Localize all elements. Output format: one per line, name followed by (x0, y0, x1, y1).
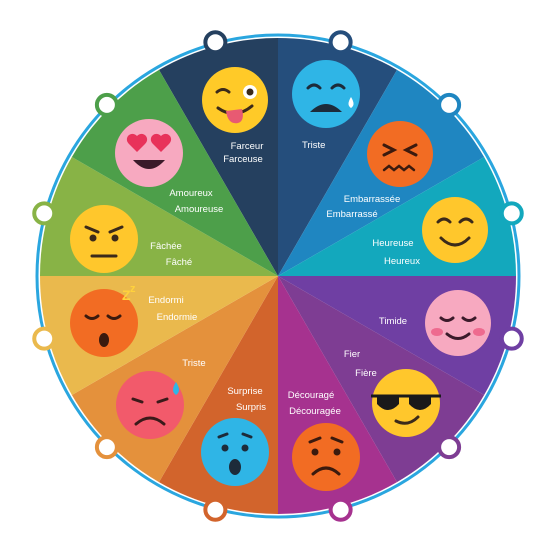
svg-text:Z: Z (122, 287, 131, 303)
label-amoureuse: Amoureuse (175, 204, 224, 215)
ring-knob (328, 30, 353, 55)
label-decourage: Découragé (288, 390, 334, 401)
ring-knob (203, 497, 228, 522)
ring-knob (94, 435, 119, 460)
ring-knob (437, 435, 462, 460)
ring-knob (499, 201, 524, 226)
label-timide: Timide (379, 316, 407, 327)
label-amoureux: Amoureux (169, 188, 213, 199)
ring-knob (328, 497, 353, 522)
crying-face-icon (292, 60, 360, 128)
label-fachee: Fâchée (150, 241, 182, 252)
label-triste-girl: Triste (182, 358, 205, 369)
surprised-face-icon (201, 418, 269, 486)
label-fiere: Fière (355, 368, 377, 379)
label-farceuse: Farceuse (223, 154, 263, 165)
svg-text:z: z (130, 283, 136, 295)
winking-tongue-face-icon (202, 67, 268, 133)
label-fache: Fâché (166, 257, 192, 268)
label-fier: Fier (344, 349, 360, 360)
sleeping-face-icon: Z z (70, 283, 138, 357)
heart-eyes-face-icon (115, 119, 183, 187)
label-heureuse: Heureuse (372, 238, 413, 249)
label-endormi: Endormi (148, 295, 183, 306)
wheel-slice (71, 276, 278, 483)
angry-face-icon (70, 205, 138, 273)
ring-knob (203, 30, 228, 55)
ring-knob (94, 92, 119, 117)
ring-knob (32, 326, 57, 351)
label-triste-boy: Triste (302, 140, 325, 151)
blushing-face-icon (425, 290, 491, 356)
wheel-slices (32, 30, 524, 522)
label-endormie: Endormie (157, 312, 198, 323)
label-farceur: Farceur (231, 141, 264, 152)
ring-knob (32, 201, 57, 226)
label-decouragee: Découragée (289, 406, 341, 417)
worried-face-icon (292, 423, 360, 491)
sad-sweat-face-icon (116, 371, 184, 439)
label-heureux: Heureux (384, 256, 420, 267)
emoji-faces: Z z (70, 60, 491, 491)
confounded-face-icon (367, 121, 433, 187)
ring-knob (437, 92, 462, 117)
smiling-face-icon (422, 197, 488, 263)
emotion-labels: Farceur Farceuse Triste Embarrassée Emba… (148, 140, 420, 417)
label-surprise: Surprise (227, 386, 262, 397)
label-surpris: Surpris (236, 402, 266, 413)
ring-knob (499, 326, 524, 351)
label-embarrassee: Embarrassée (344, 194, 401, 205)
wheel-slice (278, 276, 485, 483)
sunglasses-face-icon (371, 369, 441, 437)
label-embarrasse: Embarrassé (326, 209, 377, 220)
